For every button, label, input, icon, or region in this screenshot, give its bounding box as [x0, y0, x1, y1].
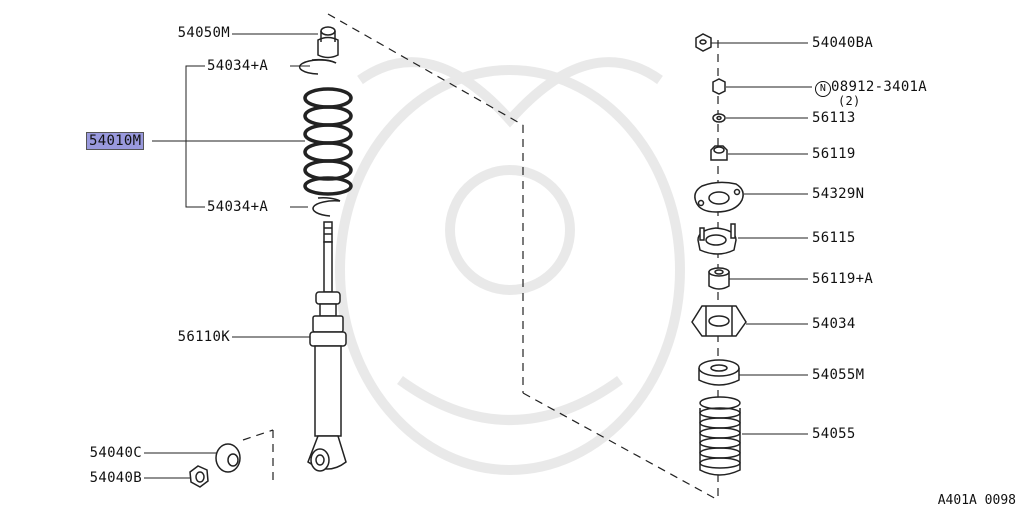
- insulator: [691, 305, 747, 337]
- spring-seat-lower: [312, 197, 341, 217]
- label-56115[interactable]: 56115: [812, 230, 856, 246]
- part-number-text: 08912-3401A: [831, 79, 928, 95]
- diagram-reference-code: A401A 0098: [937, 493, 1016, 508]
- leader-lines: [144, 33, 812, 479]
- spring-seat-upper: [298, 58, 337, 75]
- washer-top: [712, 113, 726, 123]
- label-54050m[interactable]: 54050M: [177, 25, 230, 41]
- label-54329n[interactable]: 54329N: [812, 186, 865, 202]
- label-56113[interactable]: 56113: [812, 110, 856, 126]
- label-56119[interactable]: 56119: [812, 146, 856, 162]
- label-54034a-lower[interactable]: 54034+A: [207, 199, 269, 215]
- bump-stop-top: [317, 26, 339, 59]
- bound-bumper: [698, 359, 740, 386]
- plate: [694, 181, 744, 213]
- bushing-lower: [708, 267, 730, 290]
- label-54034[interactable]: 54034: [812, 316, 856, 332]
- shock-absorber: [307, 221, 347, 472]
- coil-spring: [303, 87, 353, 196]
- nut-top: [695, 33, 712, 52]
- label-54055m[interactable]: 54055M: [812, 367, 865, 383]
- washer-lower: [215, 443, 241, 473]
- label-54040c[interactable]: 54040C: [89, 445, 142, 461]
- label-56119a[interactable]: 56119+A: [812, 271, 874, 287]
- circled-n-symbol: N: [815, 81, 831, 97]
- nut-n: [712, 78, 726, 95]
- label-54055[interactable]: 54055: [812, 426, 856, 442]
- label-54010m-highlighted[interactable]: 54010M: [86, 132, 145, 150]
- label-56110k[interactable]: 56110K: [177, 329, 230, 345]
- label-qty-2: (2): [838, 94, 861, 108]
- dust-boot: [699, 396, 741, 476]
- watermark-logo: [335, 57, 685, 475]
- mount-bracket: [697, 223, 737, 255]
- nut-lower: [189, 465, 209, 488]
- bushing-upper: [710, 145, 728, 161]
- label-54034a-upper[interactable]: 54034+A: [207, 58, 269, 74]
- label-54040ba[interactable]: 54040BA: [812, 35, 874, 51]
- label-54040b[interactable]: 54040B: [89, 470, 142, 486]
